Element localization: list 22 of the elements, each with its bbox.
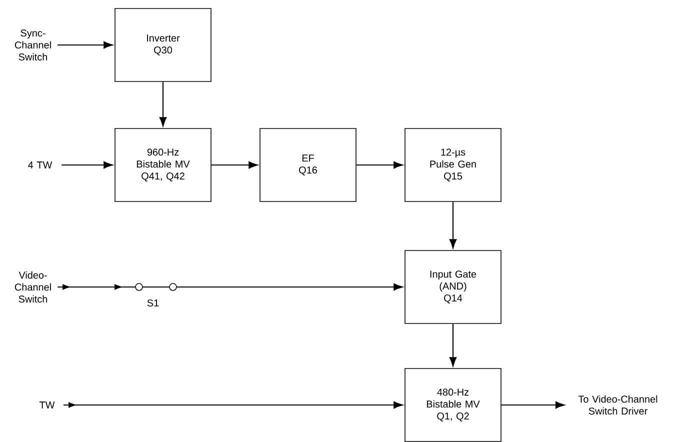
block-box: 960-Hz Bistable MV Q41, Q42: [114, 128, 212, 202]
arrow: [58, 283, 403, 291]
block-box: 12-µs Pulse Gen Q15: [404, 128, 502, 202]
component-label: S1: [147, 299, 159, 307]
signal-label: TW: [39, 402, 55, 408]
arrow: [211, 161, 258, 169]
block-box: Inverter Q30: [114, 8, 212, 82]
arrow: [58, 41, 113, 49]
block-box: Input Gate (AND) Q14: [404, 250, 502, 324]
block-box: EF Q16: [260, 128, 356, 202]
signal-label: Video-Channel Switch: [14, 271, 51, 303]
arrow: [159, 82, 167, 126]
block-box: 480-Hz Bistable MV Q1, Q2: [404, 368, 502, 442]
signal-label: Sync-Channel Switch: [14, 30, 51, 60]
arrow: [501, 401, 565, 409]
arrow: [356, 161, 403, 169]
arrow: [64, 401, 403, 409]
arrow: [62, 161, 113, 169]
signal-label: To Video-Channel Switch Driver: [578, 395, 658, 415]
signal-label: 4 TW: [28, 162, 52, 168]
arrow: [449, 202, 457, 248]
arrow: [449, 324, 457, 366]
